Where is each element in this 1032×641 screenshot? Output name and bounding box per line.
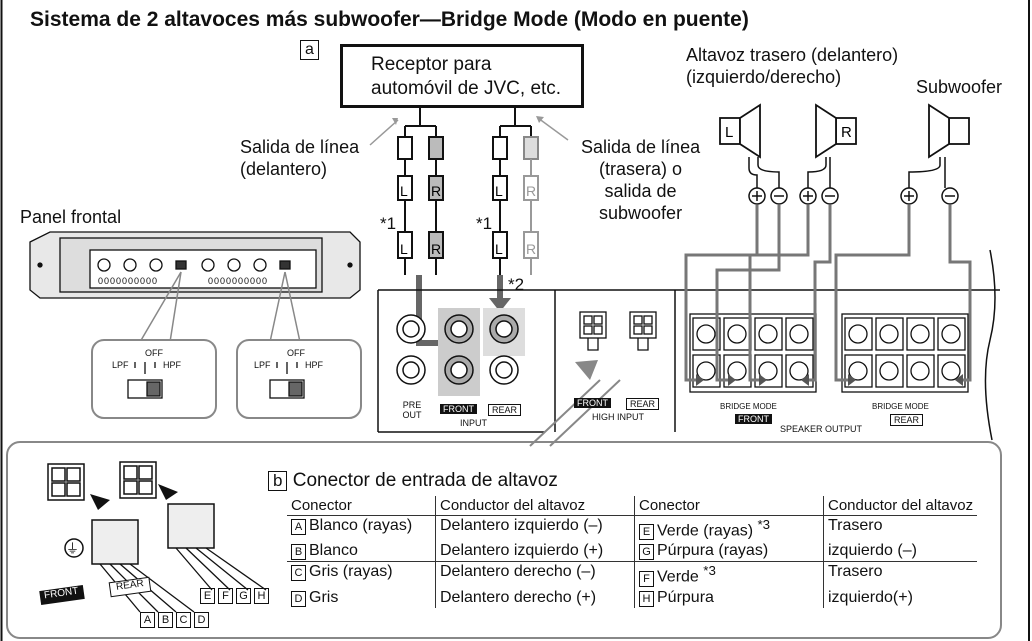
filter-switch-callouts xyxy=(91,339,362,419)
svg-text:R: R xyxy=(431,241,441,257)
front-panel-label: Panel frontal xyxy=(20,207,122,227)
high-input-front-badge: FRONT xyxy=(574,398,611,408)
pre-out-label: PRE OUT xyxy=(402,400,422,420)
col-header: Conductor del altavoz xyxy=(435,496,635,516)
connector-panel xyxy=(6,441,1002,639)
high-input-label: HIGH INPUT xyxy=(592,412,645,422)
output-rear-badge: REAR xyxy=(890,414,924,426)
receiver-line2: automóvil de JVC, etc. xyxy=(371,78,562,99)
rear-speaker-label: Altavoz trasero (delantero) (izquierdo/d… xyxy=(686,45,899,87)
input-front-badge: FRONT xyxy=(440,404,477,414)
svg-text:R: R xyxy=(526,183,536,199)
svg-text:L: L xyxy=(495,183,503,199)
switch-lpf-label-2: LPF xyxy=(254,360,271,370)
speaker-R-label: R xyxy=(841,124,852,141)
receiver-box: Receptor para automóvil de JVC, etc. xyxy=(340,44,584,108)
high-input-rear-badge: REAR xyxy=(626,398,660,410)
switch-off-label-1: OFF xyxy=(145,348,163,358)
col-header: Conductor del altavoz xyxy=(823,496,978,516)
bridge-mode-rear-label: BRIDGE MODE xyxy=(872,402,929,411)
receiver-line1: Receptor para xyxy=(371,54,492,75)
rca-L-label: L xyxy=(400,183,408,199)
speaker-icons xyxy=(719,103,970,159)
rca-R-label: R xyxy=(431,183,441,199)
pre-out-jacks xyxy=(396,314,426,385)
switch-hpf-label-2: HPF xyxy=(305,360,323,370)
svg-text:L: L xyxy=(495,241,503,257)
polarity-markers xyxy=(748,187,959,205)
connector-table-wrap: Conector Conductor del altavoz Conector … xyxy=(287,496,978,608)
input-rear-badge: REAR xyxy=(488,404,522,416)
rear-rca-cable xyxy=(492,108,539,275)
subwoofer-label: Subwoofer xyxy=(916,77,1003,97)
col-header: Conector xyxy=(287,496,436,516)
high-input-connectors xyxy=(579,311,657,351)
output-front-badge: FRONT xyxy=(735,414,772,424)
footnote-1-front: *1 xyxy=(380,214,397,233)
label-b: b xyxy=(268,471,288,491)
col-header: Conector xyxy=(634,496,824,516)
svg-text:R: R xyxy=(526,241,536,257)
speaker-plugs xyxy=(47,461,215,565)
panel-digits-left: 0000000000 xyxy=(98,276,159,286)
amplifier-panel xyxy=(377,249,1000,441)
speaker-wires xyxy=(684,205,972,382)
ground-icon: ⏚ xyxy=(66,541,80,556)
page-title: Sistema de 2 altavoces más subwoofer—Bri… xyxy=(30,8,749,31)
speaker-L-label: L xyxy=(725,124,733,141)
bridge-mode-front-label: BRIDGE MODE xyxy=(720,402,777,411)
footnote-1-rear: *1 xyxy=(476,214,493,233)
switch-off-label-2: OFF xyxy=(287,348,305,358)
front-panel-amp xyxy=(29,231,361,299)
line-out-rear-label: Salida de línea (trasera) o salida de su… xyxy=(581,137,701,223)
line-out-front-label: Salida de línea (delantero) xyxy=(240,137,360,179)
connector-title: b Conector de entrada de altavoz xyxy=(268,470,558,492)
panel-digits-right: 0000000000 xyxy=(208,276,269,286)
input-jacks xyxy=(444,314,519,385)
speaker-terminals-rear xyxy=(841,313,969,393)
connector-table: Conector Conductor del altavoz Conector … xyxy=(287,496,978,608)
switch-hpf-label-1: HPF xyxy=(163,360,181,370)
svg-text:L: L xyxy=(400,241,408,257)
input-label: INPUT xyxy=(460,418,487,428)
footnote-2: *2 xyxy=(508,275,525,294)
speaker-output-label: SPEAKER OUTPUT xyxy=(780,424,863,434)
front-rca-cable xyxy=(397,108,444,275)
label-a: a xyxy=(300,40,319,60)
switch-lpf-label-1: LPF xyxy=(112,360,129,370)
